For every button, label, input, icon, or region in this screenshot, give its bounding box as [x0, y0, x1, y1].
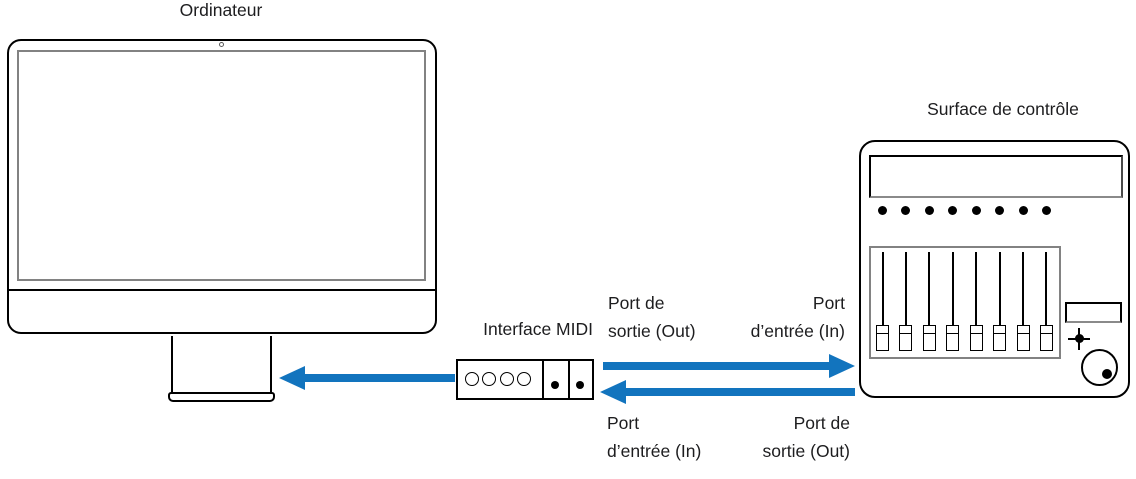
- fader-icon: [969, 252, 983, 352]
- jog-wheel-dot-icon: [1102, 369, 1112, 379]
- arrow-shaft: [603, 362, 830, 370]
- knob-icon: [924, 206, 934, 215]
- port-label-bottom-out: Port de sortie (Out): [650, 409, 850, 465]
- arrow-shaft: [625, 388, 855, 396]
- knob-icon: [878, 206, 887, 215]
- port-label-line: d’entrée (In): [607, 441, 702, 461]
- midi-box-divider: [568, 361, 570, 398]
- left-arrow-icon: [279, 366, 305, 390]
- fader-icon: [899, 252, 913, 352]
- computer-stand-foot: [168, 392, 275, 402]
- fader-icon: [876, 252, 889, 352]
- port-label-line: Port de: [608, 293, 665, 313]
- port-label-top-in: Port d’entrée (In): [645, 289, 845, 345]
- port-label-line: d’entrée (In): [750, 321, 845, 341]
- fader-icon: [922, 252, 936, 352]
- computer-chin-divider: [9, 289, 435, 291]
- computer-screen: [17, 50, 426, 281]
- port-label-line: sortie (Out): [608, 321, 696, 341]
- control-surface-illustration: [859, 140, 1130, 398]
- knob-icon: [1018, 206, 1028, 215]
- midi-interface-label: Interface MIDI: [483, 319, 593, 339]
- knob-icon: [971, 206, 981, 215]
- midi-indicator-dot: [551, 381, 559, 389]
- camera-icon: [219, 42, 224, 47]
- control-surface-label: Surface de contrôle: [927, 99, 1079, 119]
- fader-row: [876, 252, 1053, 352]
- knob-icon: [995, 206, 1005, 215]
- fader-icon: [993, 252, 1007, 352]
- computer-stand: [171, 336, 272, 393]
- port-label-line: Port: [607, 413, 640, 433]
- midi-interface-illustration: [456, 359, 594, 400]
- fader-icon: [1016, 252, 1030, 352]
- port-label-bottom-in: Port d’entrée (In): [607, 409, 701, 465]
- knob-icon: [901, 206, 911, 215]
- jog-wheel-icon: [1081, 349, 1118, 386]
- knob-icon: [948, 206, 958, 215]
- midi-port-icon: [517, 372, 531, 386]
- midi-box-divider: [542, 361, 544, 398]
- left-arrow-icon: [600, 380, 626, 404]
- fader-icon: [946, 252, 960, 352]
- control-surface-button: [1065, 302, 1122, 323]
- port-label-line: Port de: [793, 413, 850, 433]
- midi-indicator-dot: [576, 381, 584, 389]
- right-arrow-icon: [829, 354, 855, 378]
- midi-port-icon: [465, 372, 479, 386]
- control-surface-display: [869, 155, 1123, 198]
- midi-port-icon: [482, 372, 496, 386]
- port-label-line: sortie (Out): [762, 441, 850, 461]
- fader-icon: [1039, 252, 1053, 352]
- port-label-line: Port: [812, 293, 845, 313]
- arrow-shaft: [303, 374, 455, 382]
- port-label-top-out: Port de sortie (Out): [608, 289, 696, 345]
- midi-port-icon: [500, 372, 514, 386]
- control-surface-knob-row: [878, 206, 1051, 215]
- crosshair-dot-icon: [1075, 334, 1084, 343]
- knob-icon: [1041, 206, 1051, 215]
- computer-label: Ordinateur: [179, 0, 263, 20]
